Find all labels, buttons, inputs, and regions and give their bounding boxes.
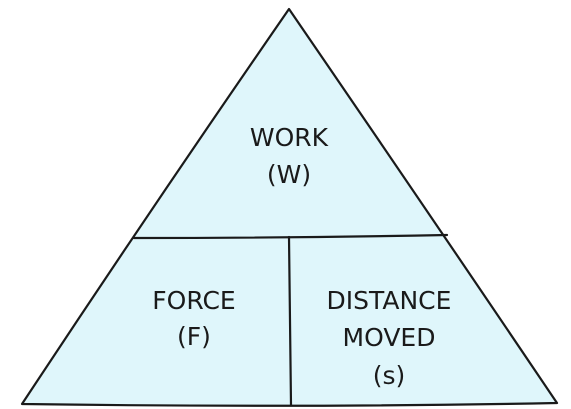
triangle-outline <box>20 7 559 407</box>
force-label: FORCE <box>152 286 235 315</box>
distance-label: DISTANCE <box>327 286 452 315</box>
moved-label: MOVED <box>343 323 436 352</box>
horizontal-divider <box>132 233 449 240</box>
work-label: WORK <box>250 123 329 152</box>
work-symbol: (W) <box>267 160 311 189</box>
force-symbol: (F) <box>177 322 211 351</box>
vertical-divider <box>287 235 293 407</box>
distance-symbol: (s) <box>373 361 406 390</box>
